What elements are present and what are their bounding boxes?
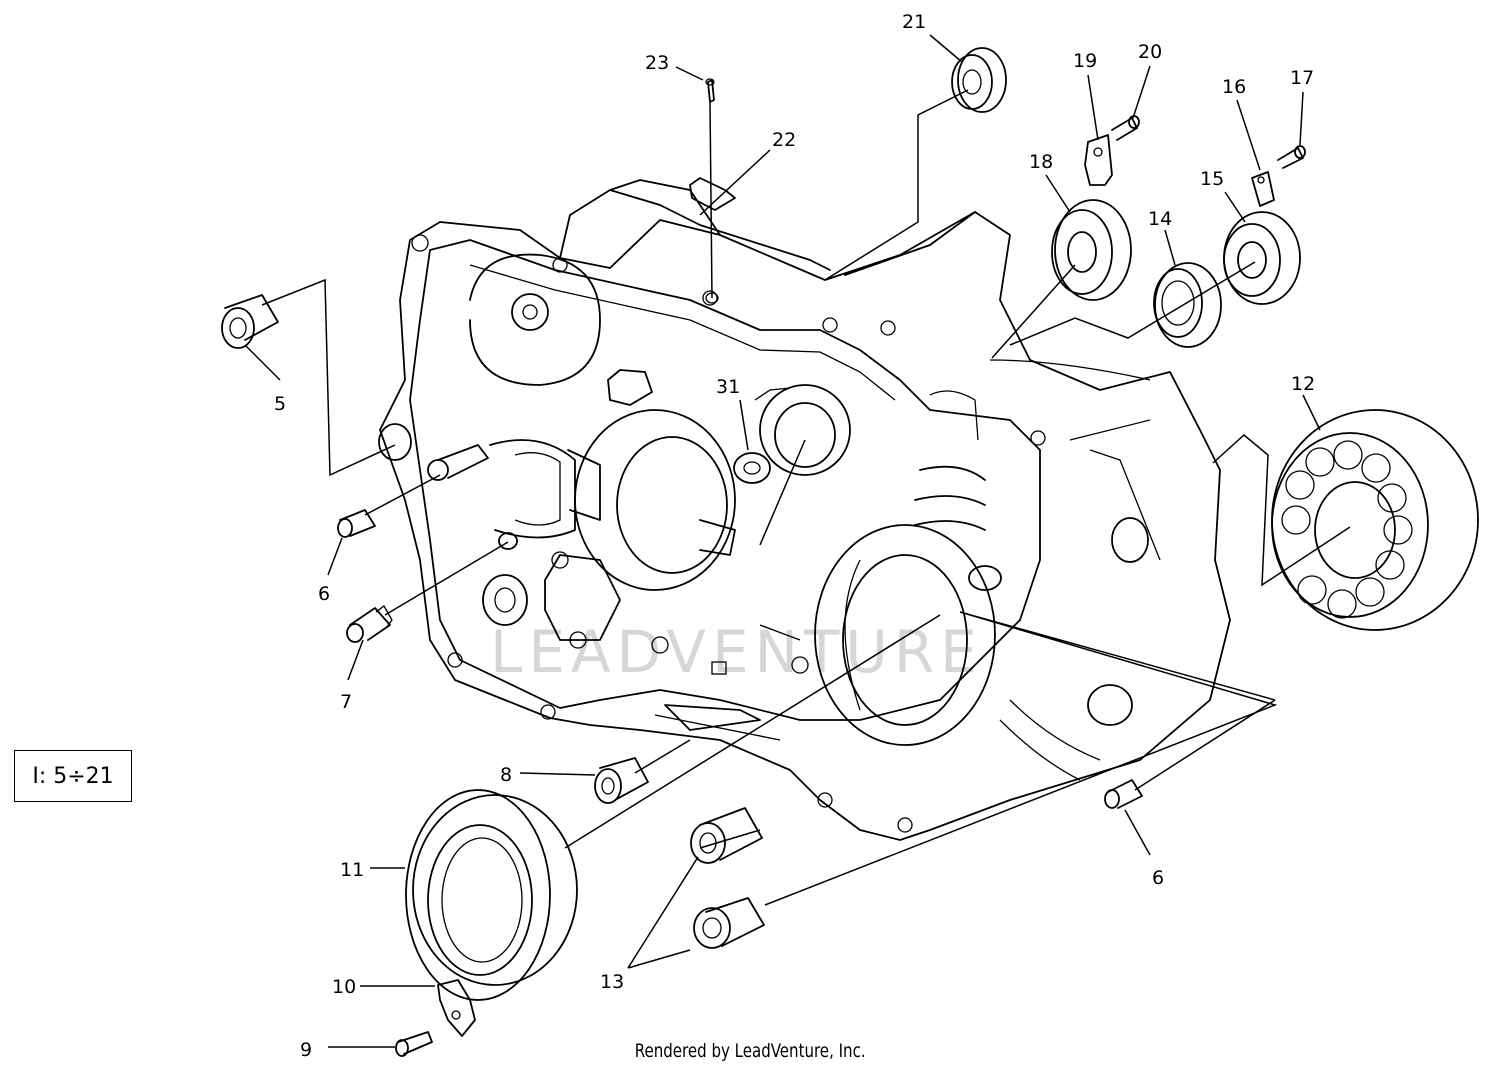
label-20: 20 <box>1138 41 1162 63</box>
part-10-lock-plate <box>437 979 476 1037</box>
leader-lines <box>244 34 1351 1048</box>
part-23-pin <box>705 78 715 103</box>
label-16: 16 <box>1222 76 1246 98</box>
part-12-roller-bearing <box>1271 409 1479 631</box>
part-11-oil-seal <box>405 789 578 1001</box>
watermark-text: LEADVENTURE <box>490 618 983 686</box>
label-12: 12 <box>1291 373 1315 395</box>
label-31: 31 <box>716 376 740 398</box>
label-14: 14 <box>1148 208 1172 230</box>
label-5: 5 <box>274 393 286 415</box>
label-7: 7 <box>340 691 352 713</box>
footer-text: Rendered by LeadVenture, Inc. <box>634 1040 866 1062</box>
label-23: 23 <box>645 52 669 74</box>
label-19: 19 <box>1073 50 1097 72</box>
part-7-plug <box>346 605 393 643</box>
part-16-lock-plate <box>1251 171 1275 207</box>
part-20-screw <box>1111 115 1140 141</box>
footer-credit: Rendered by LeadVenture, Inc. <box>0 1040 1500 1062</box>
label-18: 18 <box>1029 151 1053 173</box>
part-31-washer <box>733 452 771 484</box>
part-15-ball-bearing <box>1223 211 1301 305</box>
part-9-screw <box>395 1031 433 1057</box>
part-6-dowel-left <box>337 509 376 538</box>
reference-box: I: 5÷21 <box>14 750 132 802</box>
label-15: 15 <box>1200 168 1224 190</box>
part-18-ball-bearing <box>1051 199 1132 301</box>
part-21-ball-bearing <box>951 47 1007 113</box>
part-6-dowel-right <box>1104 779 1143 809</box>
label-11: 11 <box>340 859 364 881</box>
part-13-bushings <box>690 807 765 949</box>
label-9: 9 <box>300 1039 312 1061</box>
part-8-bushing <box>594 757 649 804</box>
label-13: 13 <box>600 971 624 993</box>
part-14-seal <box>1153 262 1222 348</box>
label-17: 17 <box>1290 67 1314 89</box>
label-22: 22 <box>772 129 796 151</box>
part-22-bracket <box>689 177 736 211</box>
label-6-left: 6 <box>318 583 330 605</box>
part-19-lock-plate <box>1084 134 1113 186</box>
part-number-labels: 5 6 7 8 9 10 11 12 13 14 15 16 17 18 19 … <box>274 11 1315 1061</box>
crankcase-housing <box>378 179 1231 841</box>
label-6-right: 6 <box>1152 867 1164 889</box>
label-21: 21 <box>902 11 926 33</box>
part-5-bushing <box>221 294 279 349</box>
label-8: 8 <box>500 764 512 786</box>
part-17-screw <box>1277 145 1306 169</box>
label-10: 10 <box>332 976 356 998</box>
